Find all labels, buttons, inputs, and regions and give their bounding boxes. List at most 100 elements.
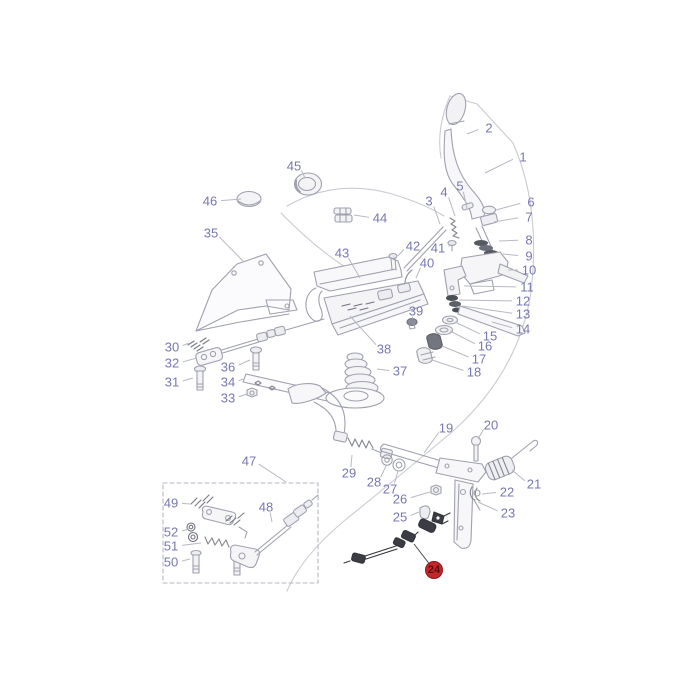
callout-4[interactable]: 4	[440, 185, 456, 217]
callout-leader-32	[182, 357, 198, 363]
callout-leader-49	[181, 502, 191, 505]
callout-40[interactable]: 40	[415, 256, 434, 279]
callout-16[interactable]: 16	[449, 330, 492, 354]
callout-label-10: 10	[522, 263, 536, 278]
callout-leader-43	[347, 257, 361, 279]
callout-48[interactable]: 48	[259, 500, 273, 523]
callout-9[interactable]: 9	[502, 249, 533, 264]
callout-leader-9	[502, 253, 519, 257]
callout-leader-27	[393, 470, 399, 484]
callout-3[interactable]: 3	[425, 194, 441, 225]
callout-25[interactable]: 25	[393, 510, 420, 525]
callout-label-36: 36	[221, 360, 235, 375]
callout-leader-7	[493, 217, 519, 223]
callout-27[interactable]: 27	[383, 470, 399, 497]
callout-34[interactable]: 34	[221, 375, 244, 390]
callout-39[interactable]: 39	[409, 304, 423, 320]
callout-leader-6	[495, 202, 521, 211]
callout-label-28: 28	[367, 475, 381, 490]
callout-22[interactable]: 22	[481, 485, 514, 500]
callout-52[interactable]: 52	[164, 525, 190, 540]
callout-46[interactable]: 46	[203, 194, 242, 209]
callout-label-14: 14	[516, 322, 530, 337]
callout-leader-34	[238, 378, 244, 382]
callout-leader-46	[220, 198, 242, 202]
callout-label-16: 16	[478, 339, 492, 354]
part-round-cap	[293, 172, 323, 196]
callout-42[interactable]: 42	[397, 239, 420, 257]
callout-leader-47	[258, 463, 287, 483]
console-outline	[280, 95, 535, 592]
callout-8[interactable]: 8	[498, 233, 533, 248]
callout-30[interactable]: 30	[165, 340, 190, 355]
callout-36[interactable]: 36	[221, 360, 251, 375]
callout-13[interactable]: 13	[461, 305, 530, 322]
callout-49[interactable]: 49	[164, 496, 191, 511]
callout-label-46: 46	[203, 194, 217, 209]
callout-44[interactable]: 44	[353, 211, 387, 226]
callout-1[interactable]: 1	[484, 150, 527, 174]
callout-label-26: 26	[393, 492, 407, 507]
callout-label-5: 5	[456, 179, 463, 194]
callout-14[interactable]: 14	[491, 322, 530, 337]
callout-50[interactable]: 50	[164, 555, 191, 570]
callout-label-20: 20	[484, 418, 498, 433]
callout-20[interactable]: 20	[477, 418, 498, 440]
callout-leader-2	[466, 129, 479, 135]
callout-leader-3	[433, 206, 441, 225]
callout-51[interactable]: 51	[164, 539, 202, 554]
callout-label-38: 38	[377, 342, 391, 357]
callout-29[interactable]: 29	[342, 454, 356, 481]
callout-label-8: 8	[525, 233, 532, 248]
callout-10[interactable]: 10	[508, 263, 536, 278]
callout-41[interactable]: 41	[431, 241, 451, 256]
callout-32[interactable]: 32	[165, 356, 198, 371]
callout-leader-31	[182, 377, 194, 382]
callout-label-23: 23	[501, 506, 515, 521]
callout-leader-21	[511, 469, 526, 482]
callout-label-11: 11	[520, 280, 534, 295]
callout-21[interactable]: 21	[511, 469, 541, 492]
callout-label-30: 30	[165, 340, 179, 355]
part-washer-stack	[416, 315, 459, 364]
callout-37[interactable]: 37	[376, 364, 407, 379]
callout-leader-25	[410, 511, 420, 516]
callout-leader-23	[477, 501, 498, 512]
callout-leader-18	[431, 359, 464, 371]
callout-label-9: 9	[525, 249, 532, 264]
callout-18[interactable]: 18	[431, 359, 481, 380]
callout-31[interactable]: 31	[165, 375, 194, 390]
callout-label-29: 29	[342, 466, 356, 481]
callout-24[interactable]: 24	[413, 543, 443, 579]
callout-label-4: 4	[440, 185, 447, 200]
callout-leader-44	[353, 214, 370, 218]
callout-2[interactable]: 2	[466, 121, 493, 136]
callout-45[interactable]: 45	[287, 159, 306, 179]
callout-43[interactable]: 43	[335, 246, 361, 279]
callout-label-39: 39	[409, 304, 423, 319]
callout-23[interactable]: 23	[477, 501, 515, 521]
callout-11[interactable]: 11	[463, 280, 534, 295]
callout-leader-26	[410, 491, 431, 499]
callout-26[interactable]: 26	[393, 491, 431, 507]
callout-leader-13	[461, 305, 513, 314]
callout-28[interactable]: 28	[367, 465, 387, 490]
callout-leader-17	[441, 345, 469, 358]
callout-35[interactable]: 35	[204, 226, 244, 262]
callout-5[interactable]: 5	[456, 179, 468, 209]
callout-12[interactable]: 12	[458, 294, 530, 309]
highlight-badge[interactable]	[425, 561, 443, 579]
callout-label-37: 37	[393, 364, 407, 379]
callout-19[interactable]: 19	[423, 421, 453, 454]
callout-7[interactable]: 7	[493, 210, 533, 225]
callout-leader-16	[449, 330, 476, 345]
callout-15[interactable]: 15	[454, 321, 497, 344]
callout-38[interactable]: 38	[349, 315, 391, 357]
callout-6[interactable]: 6	[495, 195, 535, 211]
callout-leader-15	[454, 321, 481, 335]
callout-47[interactable]: 47	[242, 454, 287, 483]
callout-33[interactable]: 33	[221, 391, 248, 406]
callout-17[interactable]: 17	[441, 345, 486, 367]
